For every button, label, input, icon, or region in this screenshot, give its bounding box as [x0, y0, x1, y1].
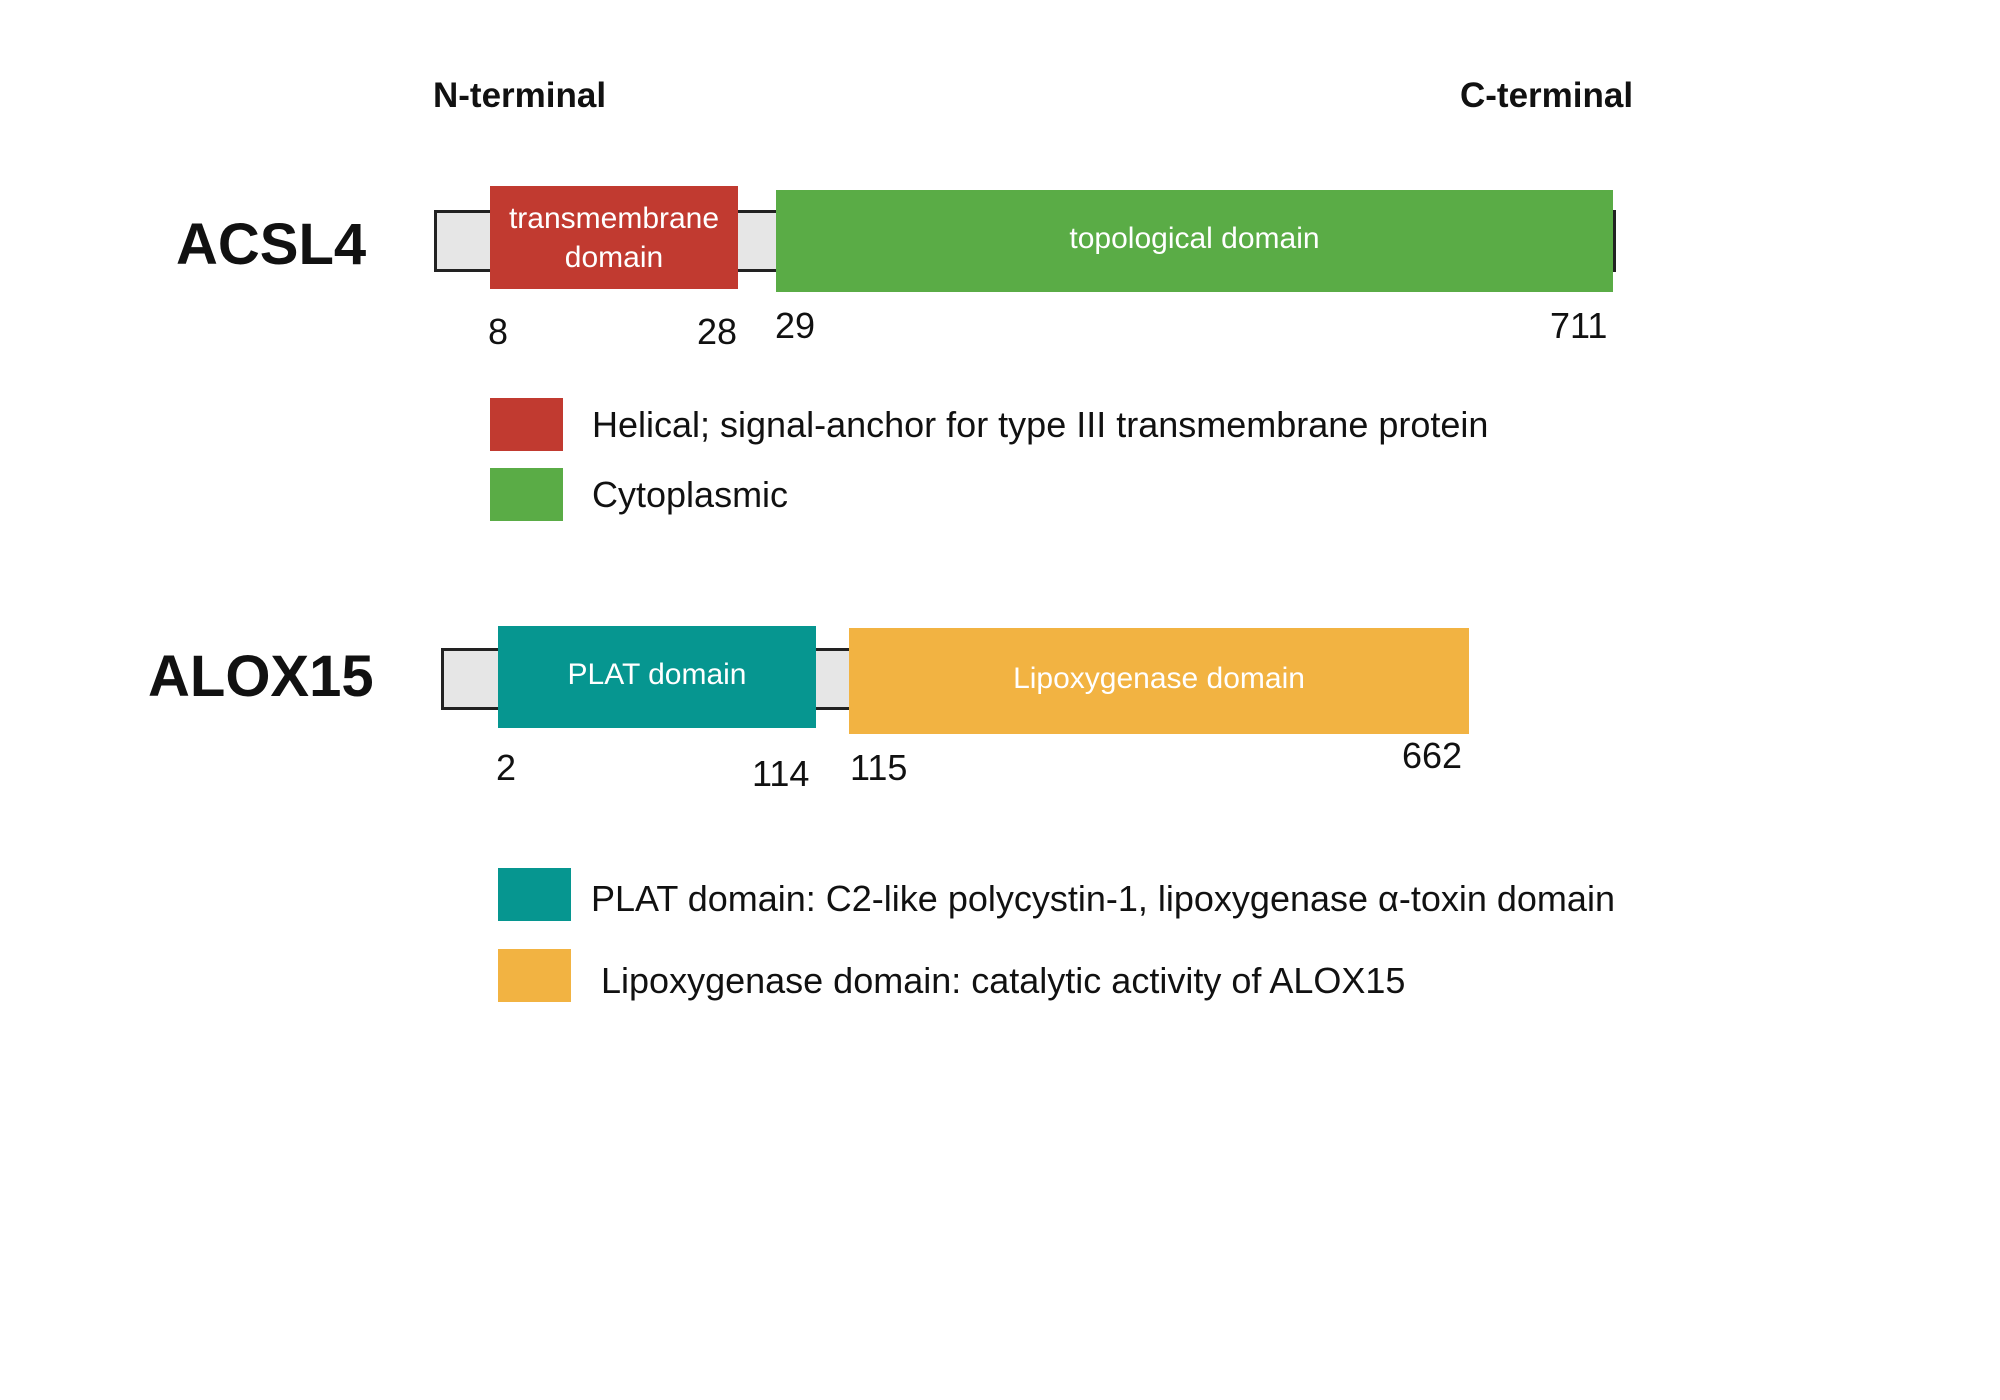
legend-swatch-plat [498, 868, 571, 921]
position-label: 28 [697, 311, 738, 352]
domain-transmembrane: transmembrane domain [490, 186, 738, 289]
c-terminal-label: C-terminal [1460, 76, 1634, 115]
position-label: 711 [1550, 305, 1608, 346]
legend-swatch-cytoplasmic [490, 468, 563, 521]
protein-name-alox15: ALOX15 [148, 644, 374, 709]
legend-text-cytoplasmic: Cytoplasmic [592, 474, 789, 515]
domain-topological: topological domain [776, 190, 1613, 292]
domain-label: Lipoxygenase domain [1013, 661, 1305, 695]
legend-swatch-lipoxygenase [498, 949, 571, 1002]
n-terminal-label: N-terminal [433, 76, 607, 115]
domain-label: PLAT domain [567, 657, 747, 691]
domain-label-line: transmembrane [508, 201, 720, 235]
position-label: 2 [496, 747, 517, 788]
domain-lipoxygenase: Lipoxygenase domain [849, 628, 1469, 734]
legend-text-plat: PLAT domain: C2-like polycystin-1, lipox… [591, 878, 1615, 919]
position-label: 115 [850, 747, 908, 788]
legend-swatch-helical [490, 398, 563, 451]
legend-text-lipoxygenase: Lipoxygenase domain: catalytic activity … [601, 960, 1406, 1001]
protein-name-acsl4: ACSL4 [176, 212, 367, 277]
position-label: 8 [488, 311, 509, 352]
position-label: 29 [775, 305, 816, 346]
domain-label-line: domain [564, 240, 664, 274]
position-label: 662 [1402, 735, 1463, 776]
domain-plat: PLAT domain [498, 626, 816, 728]
domain-label: topological domain [1069, 221, 1320, 255]
legend-text-helical: Helical; signal-anchor for type III tran… [592, 404, 1489, 445]
position-label: 114 [752, 753, 810, 794]
